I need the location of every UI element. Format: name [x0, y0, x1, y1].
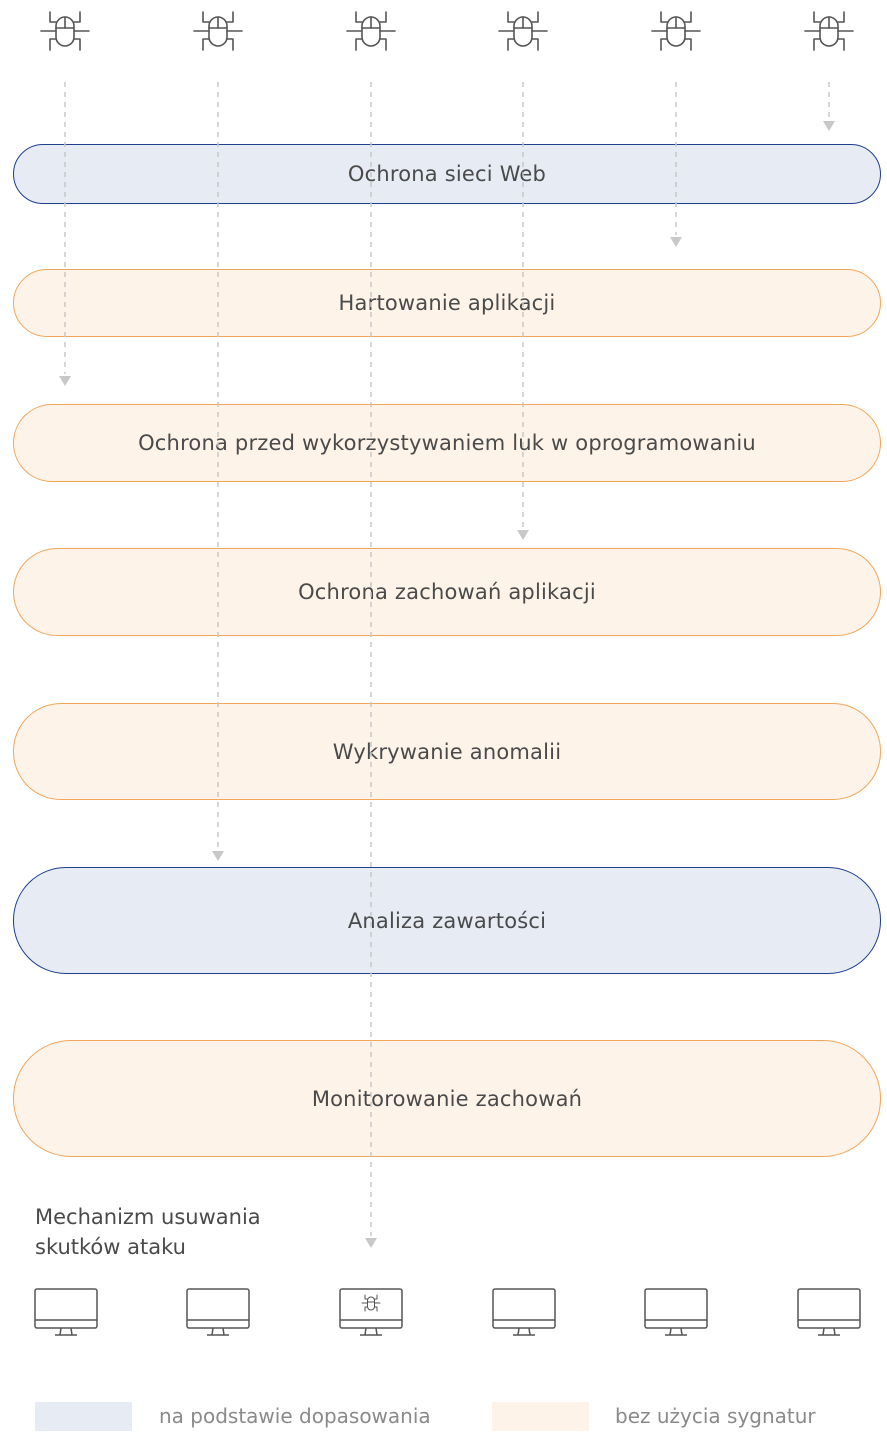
monitor-icon — [34, 1288, 98, 1336]
layer-content-analysis: Analiza zawartości — [13, 867, 881, 974]
layer-label: Wykrywanie anomalii — [332, 739, 562, 764]
layer-application-behavior: Ochrona zachowań aplikacji — [13, 548, 881, 636]
monitor-bug-icon — [339, 1288, 403, 1336]
bug-icon — [193, 11, 243, 51]
monitor-icon — [186, 1288, 250, 1336]
threat-arrowhead-3 — [365, 1238, 377, 1248]
threat-arrowhead-5 — [670, 237, 682, 247]
layer-label: Ochrona sieci Web — [347, 162, 547, 186]
legend-label-signature: na podstawie dopasowania — [159, 1404, 431, 1428]
layer-application-hardening: Hartowanie aplikacji — [13, 269, 881, 337]
bug-icon — [804, 11, 854, 51]
remediation-line-2: skutków ataku — [35, 1235, 186, 1259]
monitor-icon — [492, 1288, 556, 1336]
layer-label: Ochrona zachowań aplikacji — [298, 580, 596, 604]
bug-icon — [346, 11, 396, 51]
layer-label: Analiza zawartości — [347, 908, 547, 933]
remediation-label: Mechanizm usuwania skutków ataku — [35, 1202, 261, 1262]
threat-arrowhead-2 — [212, 851, 224, 861]
threat-arrowhead-1 — [59, 376, 71, 386]
monitor-icon — [797, 1288, 861, 1336]
layer-label: Ochrona przed wykorzystywaniem luk w opr… — [138, 431, 756, 455]
layer-label: Hartowanie aplikacji — [338, 291, 556, 315]
bug-icon — [651, 11, 701, 51]
layer-label: Monitorowanie zachowań — [311, 1086, 583, 1111]
bug-icon — [40, 11, 90, 51]
monitor-icon — [644, 1288, 708, 1336]
remediation-line-1: Mechanizm usuwania — [35, 1205, 261, 1229]
bug-icon — [498, 11, 548, 51]
threat-arrowhead-4 — [517, 530, 529, 540]
legend-swatch-nosignature — [492, 1402, 589, 1431]
layer-behavior-monitoring: Monitorowanie zachowań — [13, 1040, 881, 1157]
threat-arrowhead-6 — [823, 121, 835, 131]
layer-exploit-prevention: Ochrona przed wykorzystywaniem luk w opr… — [13, 404, 881, 482]
layer-anomaly-detection: Wykrywanie anomalii — [13, 703, 881, 800]
legend-label-nosignature: bez użycia sygnatur — [615, 1404, 816, 1428]
legend-swatch-signature — [35, 1402, 132, 1431]
layer-web-protection: Ochrona sieci Web — [13, 144, 881, 204]
